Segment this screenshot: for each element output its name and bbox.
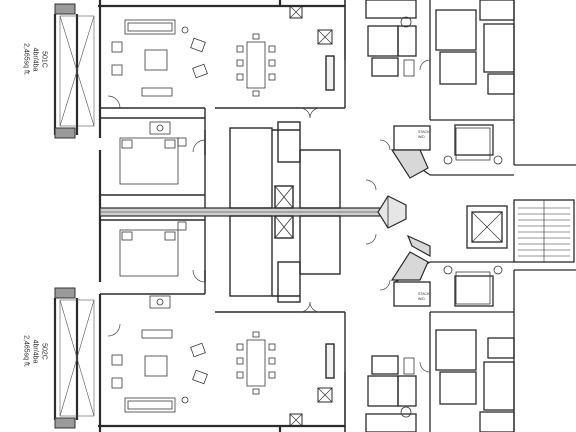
unit-layout: 4br/4ba	[31, 47, 39, 72]
unit-name: 501C	[40, 51, 48, 68]
room-tag-wd-north: W/D	[418, 135, 425, 139]
room-tag-wd-south: W/D	[418, 297, 425, 301]
unit-501c-furniture	[111, 19, 276, 185]
balcony-railings	[59, 15, 95, 417]
east-beds	[400, 16, 503, 418]
exterior-walls	[53, 0, 345, 432]
unit-area: 2,465sq ft.	[22, 43, 30, 76]
unit-502c-plan	[100, 215, 346, 432]
unit-area: 2,465sq ft.	[22, 335, 30, 368]
unit-501c-plan	[100, 0, 346, 209]
room-tag-stack-south: STACK	[418, 292, 430, 296]
central-corridor	[99, 195, 407, 229]
unit-label-502c: 502C 4br/4ba 2,465sq ft.	[22, 325, 49, 379]
unit-502c-furniture	[111, 221, 276, 413]
east-units-plan	[344, 0, 576, 432]
door-swings	[107, 59, 431, 373]
unit-name: 502C	[40, 343, 48, 360]
unit-label-501c: 501C 4br/4ba 2,465sq ft.	[22, 33, 49, 87]
room-tag-stack-north: STACK	[418, 130, 430, 134]
angled-walls	[390, 149, 431, 281]
unit-layout: 4br/4ba	[31, 339, 39, 364]
